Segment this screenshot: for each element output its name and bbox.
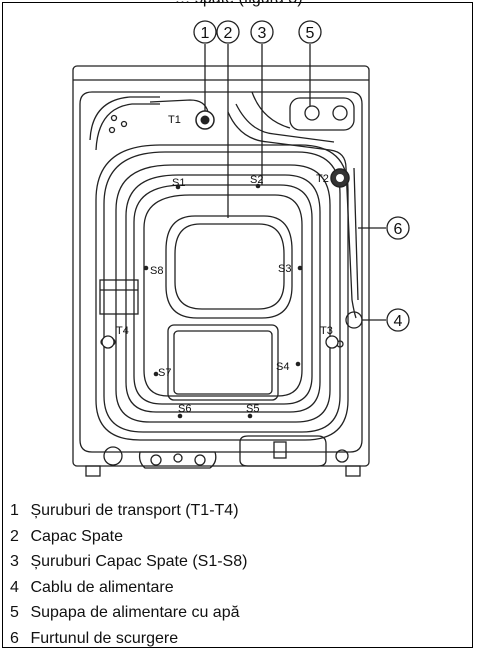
screw-s6 [177, 413, 183, 419]
top-left-hose [89, 96, 160, 141]
legend-text: Șuruburi de transport (T1-T4) [30, 502, 239, 519]
callout-1-number: 1 [201, 25, 210, 42]
water-inlet-housing [289, 97, 355, 131]
screw-s2 [255, 183, 261, 189]
legend-item: 1 Șuruburi de transport (T1-T4) [10, 498, 247, 524]
label-s8: S8 [150, 265, 163, 277]
label-s3: S3 [278, 263, 291, 275]
back-cover-outer [165, 215, 293, 319]
figure-frame [2, 2, 473, 648]
label-s1: S1 [172, 177, 185, 189]
pump-cover [239, 435, 327, 467]
legend-item: 6 Furtunul de scurgere [10, 626, 247, 652]
callout-3-circle [250, 20, 274, 44]
legend-text: Capac Spate [30, 527, 123, 545]
foot-left [85, 465, 101, 477]
screw-s3 [297, 265, 303, 271]
bottom-left-foot-hub [103, 446, 123, 466]
rib-loop-outer [95, 144, 349, 441]
figure-caption-fragment: … spate (figura 3) [0, 0, 477, 8]
callout-5-circle [298, 20, 322, 44]
foot-right [345, 465, 361, 477]
label-s4: S4 [276, 361, 289, 373]
bottom-drain-tray [138, 451, 217, 469]
rib-loop-4 [125, 174, 321, 413]
label-s7: S7 [158, 367, 171, 379]
legend-number: 1 [10, 502, 19, 519]
callout-2-number: 2 [224, 25, 233, 42]
label-t2: T2 [316, 173, 329, 185]
legend-item: 5 Supapa de alimentare cu apă [10, 600, 247, 626]
left-bracket [99, 279, 139, 315]
legend-item: 4 Cablu de alimentare [10, 575, 247, 601]
legend-list: 1 Șuruburi de transport (T1-T4) 2 Capac … [10, 498, 247, 651]
water-inlet-valve [304, 105, 320, 121]
washing-machine-rear-diagram: 1 2 3 5 6 4 T1 T2 T3 T4 S1 S2 S3 S4 S5 S… [72, 20, 410, 477]
rib-loop-inner [143, 194, 303, 397]
inlet-pipe [227, 111, 347, 169]
legend-number: 6 [10, 629, 19, 647]
label-s2: S2 [250, 174, 263, 186]
legend-item: 2 Capac Spate [10, 524, 247, 550]
callout-5-number: 5 [306, 25, 315, 42]
callout-6-number: 6 [394, 221, 403, 238]
label-t4: T4 [116, 325, 129, 337]
screw-s5 [247, 413, 253, 419]
label-s5: S5 [246, 403, 259, 415]
rib-loop-5 [133, 184, 313, 405]
screw-s7 [153, 371, 159, 377]
callout-2-circle [216, 20, 240, 44]
rib-loop-3 [115, 164, 331, 423]
transport-bolt-t4 [101, 335, 115, 349]
legend-text: Supapa de alimentare cu apă [30, 604, 240, 621]
back-panel-outline [79, 91, 363, 453]
legend-number: 3 [10, 553, 19, 570]
callout-6-circle [386, 216, 410, 240]
label-t3: T3 [320, 325, 333, 337]
legend-item: 3 Șuruburi Capac Spate (S1-S8) [10, 549, 247, 575]
lower-recess-inner [173, 330, 273, 395]
label-s6: S6 [178, 403, 191, 415]
screw-s4 [295, 361, 301, 367]
callout-4-number: 4 [394, 313, 403, 330]
legend-text: Cablu de alimentare [30, 578, 174, 596]
drain-hose [345, 167, 357, 319]
transport-bolt-t3 [325, 335, 339, 349]
legend-number: 2 [10, 527, 19, 545]
callout-3-number: 3 [258, 25, 267, 42]
lower-recess [167, 324, 279, 401]
screw-s1 [175, 184, 181, 190]
callout-4-circle [386, 308, 410, 332]
legend-number: 4 [10, 578, 19, 596]
machine-housing [72, 65, 370, 467]
screw-s8 [143, 265, 149, 271]
legend-number: 5 [10, 604, 19, 621]
legend-text: Furtunul de scurgere [30, 629, 179, 647]
label-t1: T1 [168, 114, 181, 126]
legend-text: Șuruburi Capac Spate (S1-S8) [30, 553, 248, 570]
callout-1-circle [193, 20, 217, 44]
power-cable-gland [345, 311, 363, 329]
back-cover-inner [174, 223, 285, 310]
